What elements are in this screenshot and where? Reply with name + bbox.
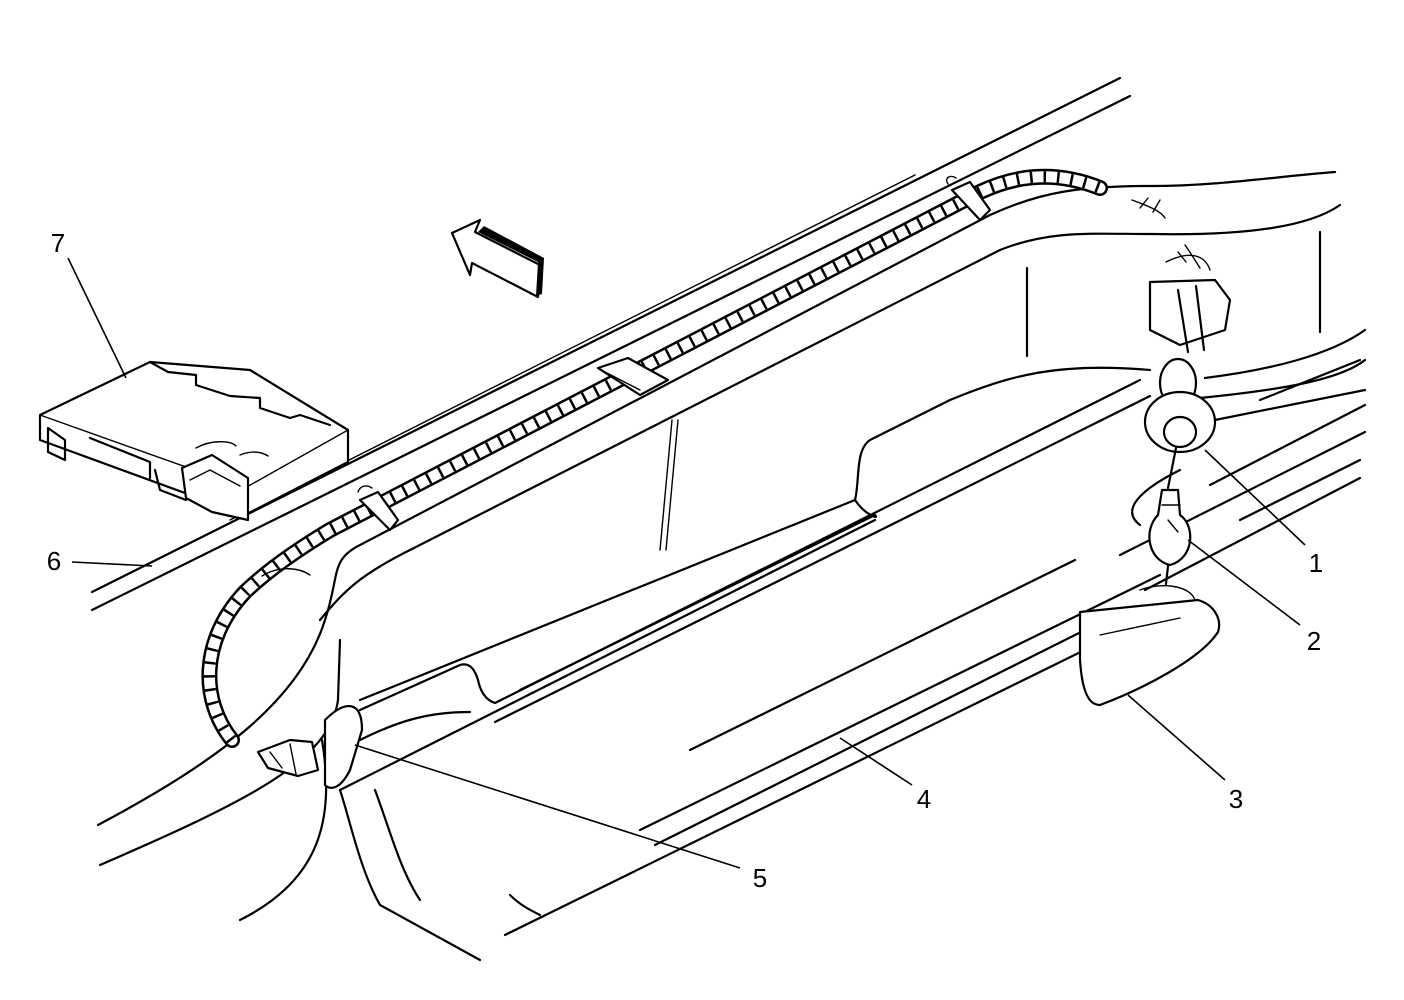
callout-5: 5 — [753, 863, 767, 893]
component-5-socket — [256, 704, 364, 789]
harness-clip — [596, 356, 670, 397]
roof-rail-lines — [90, 76, 1132, 612]
wiring-harness — [201, 168, 1108, 748]
headliner-panel — [96, 170, 1367, 962]
callout-4: 4 — [917, 784, 931, 814]
component-7-module — [38, 360, 350, 522]
harness-clip — [357, 485, 400, 532]
harness-clip — [946, 175, 992, 222]
callout-6: 6 — [47, 546, 61, 576]
leader-lines — [67, 257, 1306, 869]
callout-2: 2 — [1307, 626, 1321, 656]
callout-3: 3 — [1229, 784, 1243, 814]
component-1-socket — [1143, 254, 1232, 490]
callout-1: 1 — [1309, 548, 1323, 578]
callout-7: 7 — [51, 228, 65, 258]
component-3-lens — [1078, 585, 1221, 707]
forward-direction-arrow — [450, 218, 544, 299]
component-2-bulb — [1148, 488, 1192, 586]
